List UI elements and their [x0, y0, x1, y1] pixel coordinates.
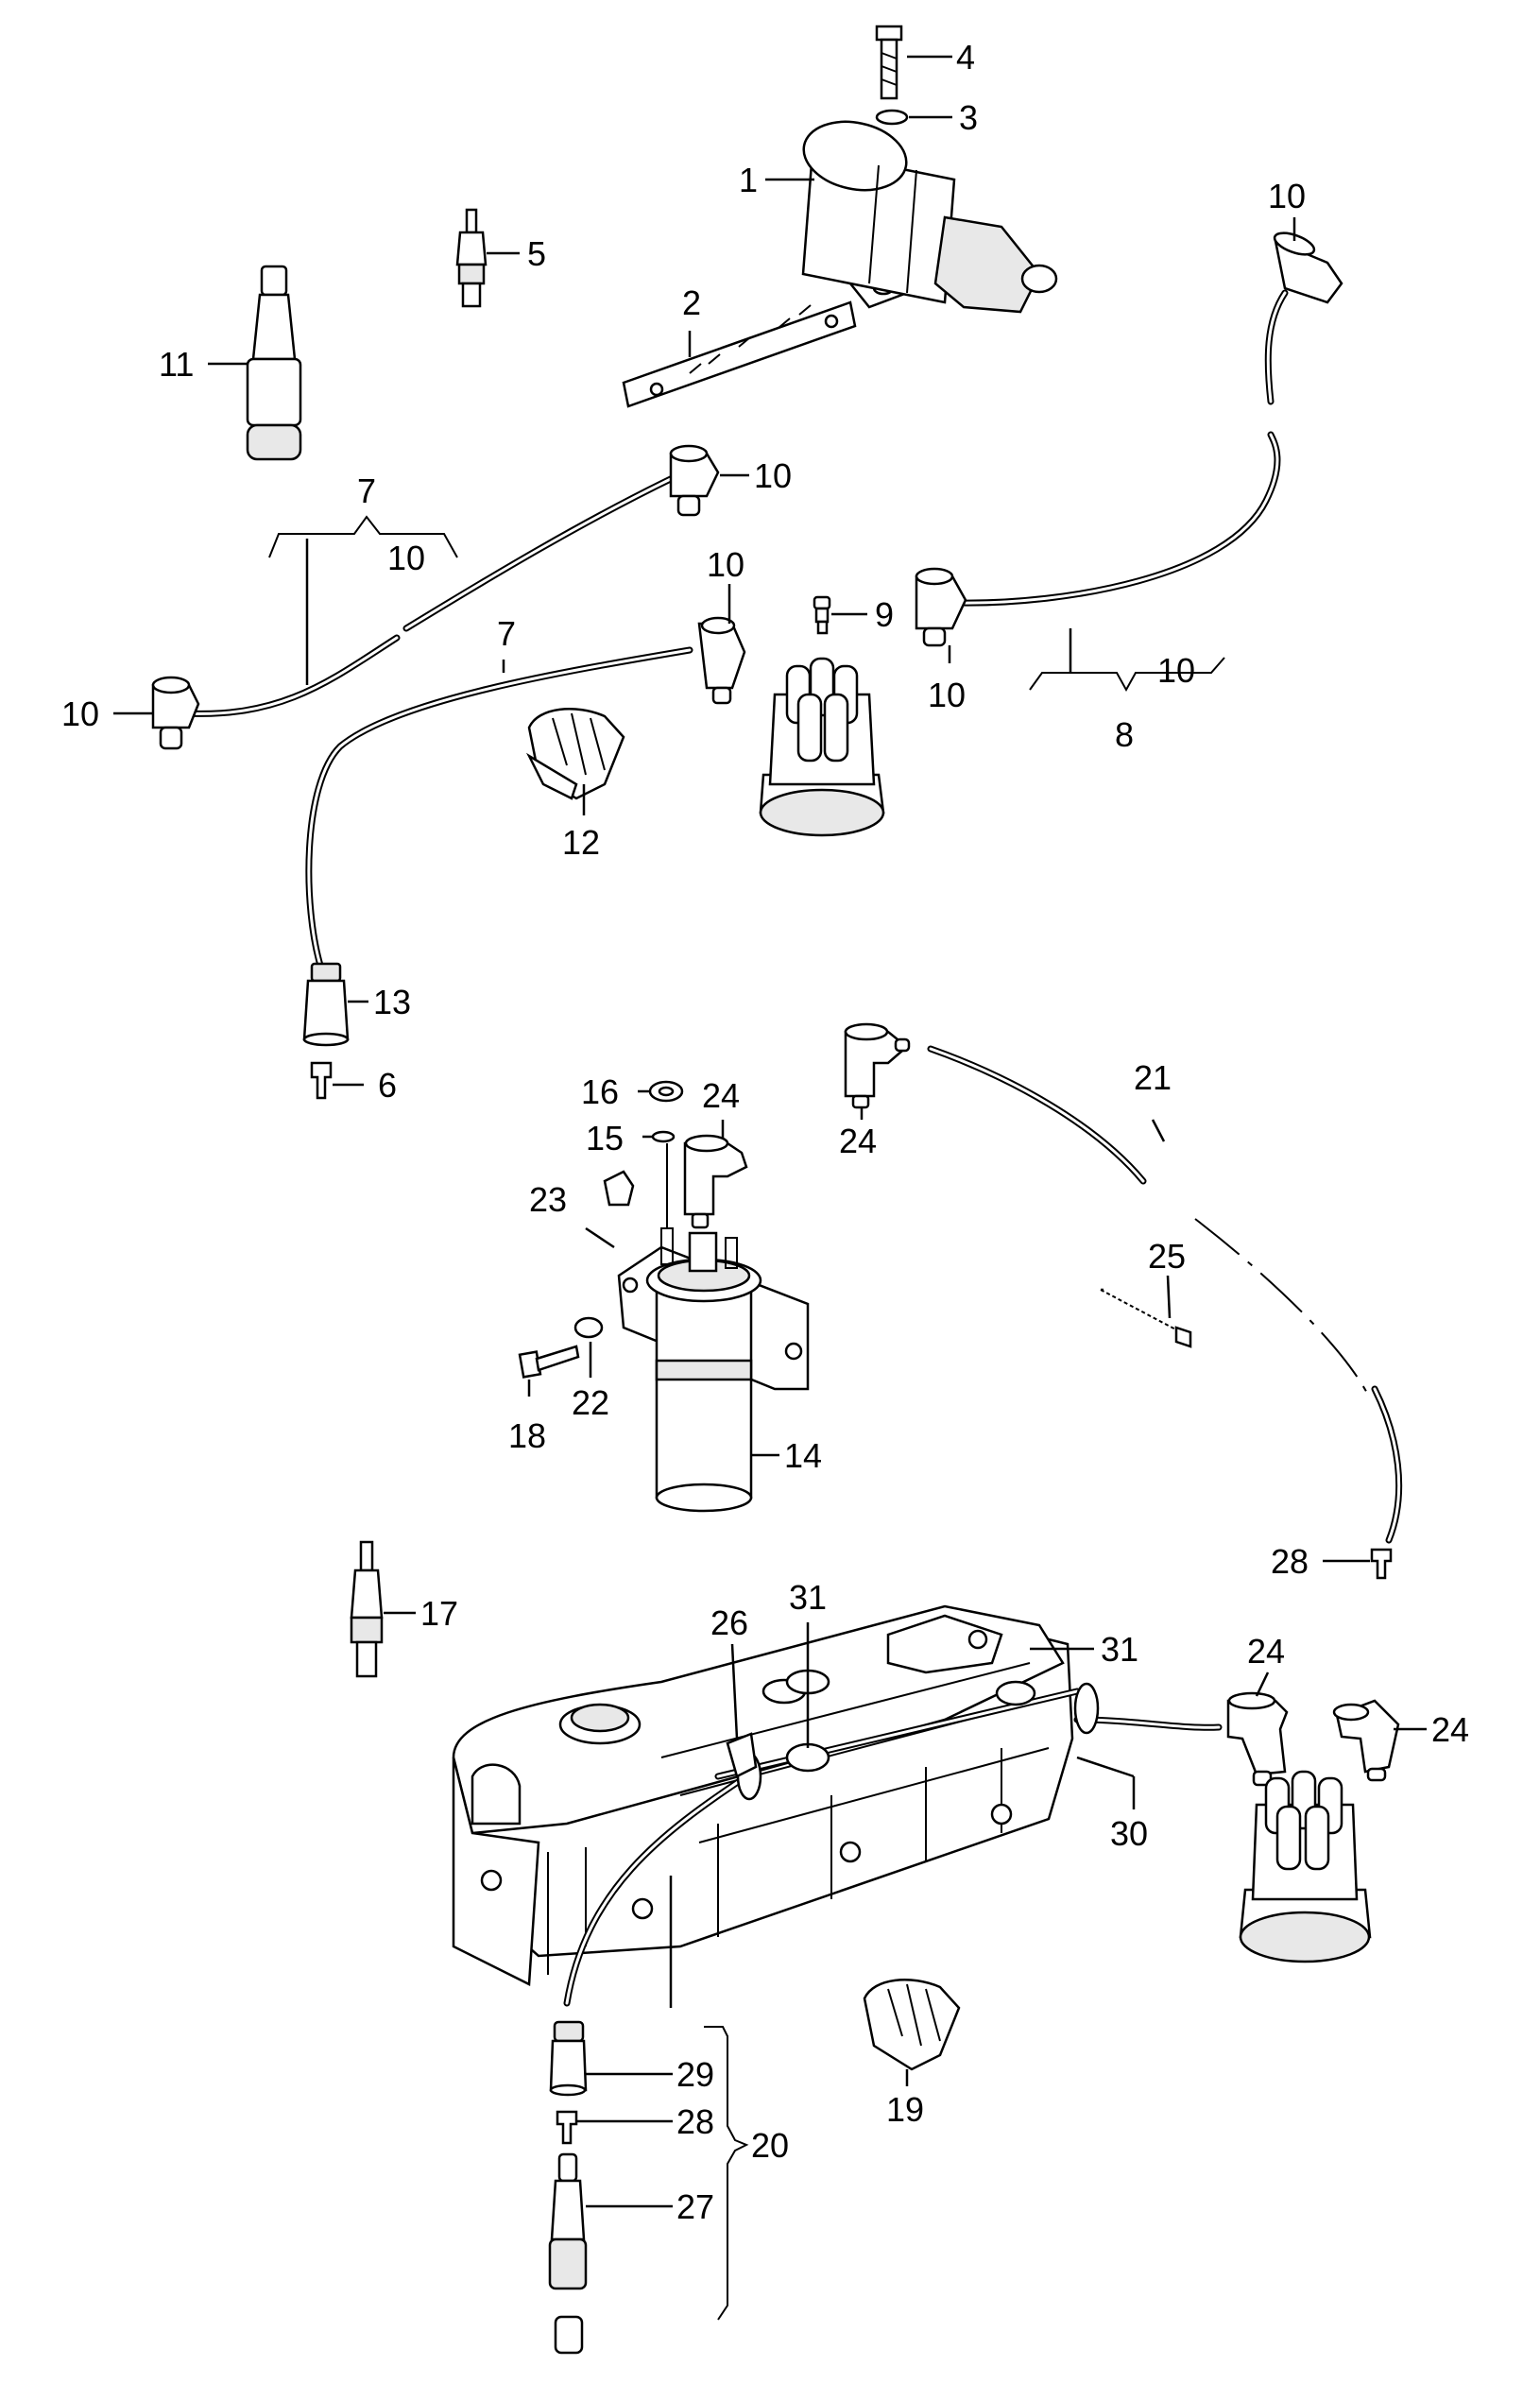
spark-plug-part-17	[350, 1540, 384, 1678]
clamp-part-31-right	[995, 1680, 1036, 1706]
bolt-part-18	[518, 1345, 580, 1379]
connector-part-24-coil	[683, 1134, 748, 1229]
washer-part-15	[651, 1130, 676, 1143]
callout-19: 19	[886, 2090, 924, 2129]
connector-part-24-lower-left	[1226, 1691, 1289, 1787]
callout-24-d: 24	[1431, 1710, 1469, 1749]
callout-31-a: 31	[789, 1578, 827, 1617]
callout-4: 4	[956, 38, 975, 77]
bracket-strap-part-2	[622, 300, 857, 408]
callout-24-a: 24	[702, 1076, 740, 1115]
plug-cap-end	[554, 2315, 584, 2355]
clip-part-6	[310, 1061, 333, 1100]
distributor-cap-upper	[759, 657, 885, 837]
callout-30: 30	[1110, 1814, 1148, 1853]
callout-10-g: 10	[928, 676, 966, 714]
callout-10-a: 10	[1268, 177, 1306, 215]
callout-14: 14	[784, 1436, 822, 1475]
nut-part-16	[648, 1080, 684, 1103]
ignition-wire-part-7-lower	[305, 616, 746, 972]
callout-numbers: 1 2 3 4 5 10 11 7 10 10 10 9 7 10 10 10 …	[61, 38, 1469, 2226]
ignition-coil-part-1	[801, 120, 1058, 314]
bolt-part-4	[875, 25, 903, 100]
clip-holder-part-19	[863, 1979, 961, 2071]
callout-21: 21	[1134, 1058, 1172, 1097]
callout-9: 9	[875, 595, 894, 634]
plug-connector-part-11	[246, 265, 302, 461]
distributor-cap-lower	[1239, 1770, 1372, 1963]
cylinder-head-assembly	[452, 1604, 1074, 1986]
clip-part-26	[726, 1732, 758, 1778]
ignition-wire-part-7-upper	[151, 444, 720, 750]
callout-23: 23	[529, 1180, 567, 1219]
plug-end-part-13	[302, 962, 350, 1047]
callout-18: 18	[508, 1416, 546, 1455]
callout-6: 6	[378, 1066, 397, 1105]
callout-31-b: 31	[1101, 1630, 1138, 1669]
callout-12: 12	[562, 823, 600, 862]
connector-part-24-top	[844, 1022, 911, 1109]
callout-16: 16	[581, 1072, 619, 1111]
callout-2: 2	[682, 283, 701, 322]
nut-part-23	[603, 1170, 635, 1207]
callout-8: 8	[1115, 715, 1134, 754]
cable-tie-part-25	[1100, 1289, 1192, 1348]
leader-lines	[113, 55, 1427, 2208]
callout-10-f: 10	[61, 694, 99, 733]
callout-29: 29	[676, 2055, 714, 2094]
callout-26: 26	[710, 1603, 748, 1642]
ignition-wire-part-8	[915, 231, 1343, 647]
connector-part-29	[549, 2020, 588, 2097]
ignition-coil-part-14	[617, 1143, 810, 1513]
callout-27: 27	[676, 2187, 714, 2226]
connector-part-24-lower-right	[1332, 1699, 1400, 1782]
clamp-part-31-left	[785, 1742, 830, 1773]
clip-part-28-left	[556, 2110, 578, 2145]
callout-10-b: 10	[754, 456, 792, 495]
bracket-20	[704, 2026, 749, 2321]
clip-part-28-right	[1370, 1548, 1393, 1580]
callout-28-b: 28	[676, 2102, 714, 2141]
callout-22: 22	[572, 1383, 609, 1422]
callout-7-b: 7	[497, 614, 516, 653]
bracket-7-10-upper	[268, 515, 458, 558]
callout-7-a: 7	[357, 471, 376, 510]
bracket-8-10	[1029, 657, 1225, 693]
callout-10-e: 10	[1157, 651, 1195, 690]
callout-24-c: 24	[1247, 1632, 1285, 1671]
callout-24-b: 24	[839, 1122, 877, 1160]
callout-1: 1	[739, 161, 758, 199]
callout-17: 17	[420, 1594, 458, 1633]
callout-10-c: 10	[387, 539, 425, 577]
callout-13: 13	[373, 983, 411, 1021]
small-plug-part-9	[813, 595, 831, 635]
callout-28-a: 28	[1271, 1542, 1309, 1581]
callout-20: 20	[751, 2126, 789, 2165]
spark-plug-part-5	[455, 208, 488, 308]
callout-5: 5	[527, 234, 546, 273]
ignition-wire-part-21	[927, 1045, 1403, 1544]
suppressor-part-27	[548, 2152, 588, 2290]
washer-part-3	[875, 109, 909, 126]
callout-10-d: 10	[707, 545, 744, 584]
clip-holder-part-12	[525, 708, 625, 800]
callout-25: 25	[1148, 1237, 1186, 1276]
callout-15: 15	[586, 1119, 624, 1157]
washer-part-22	[573, 1316, 604, 1339]
callout-11: 11	[159, 345, 194, 384]
callout-3: 3	[959, 98, 978, 137]
